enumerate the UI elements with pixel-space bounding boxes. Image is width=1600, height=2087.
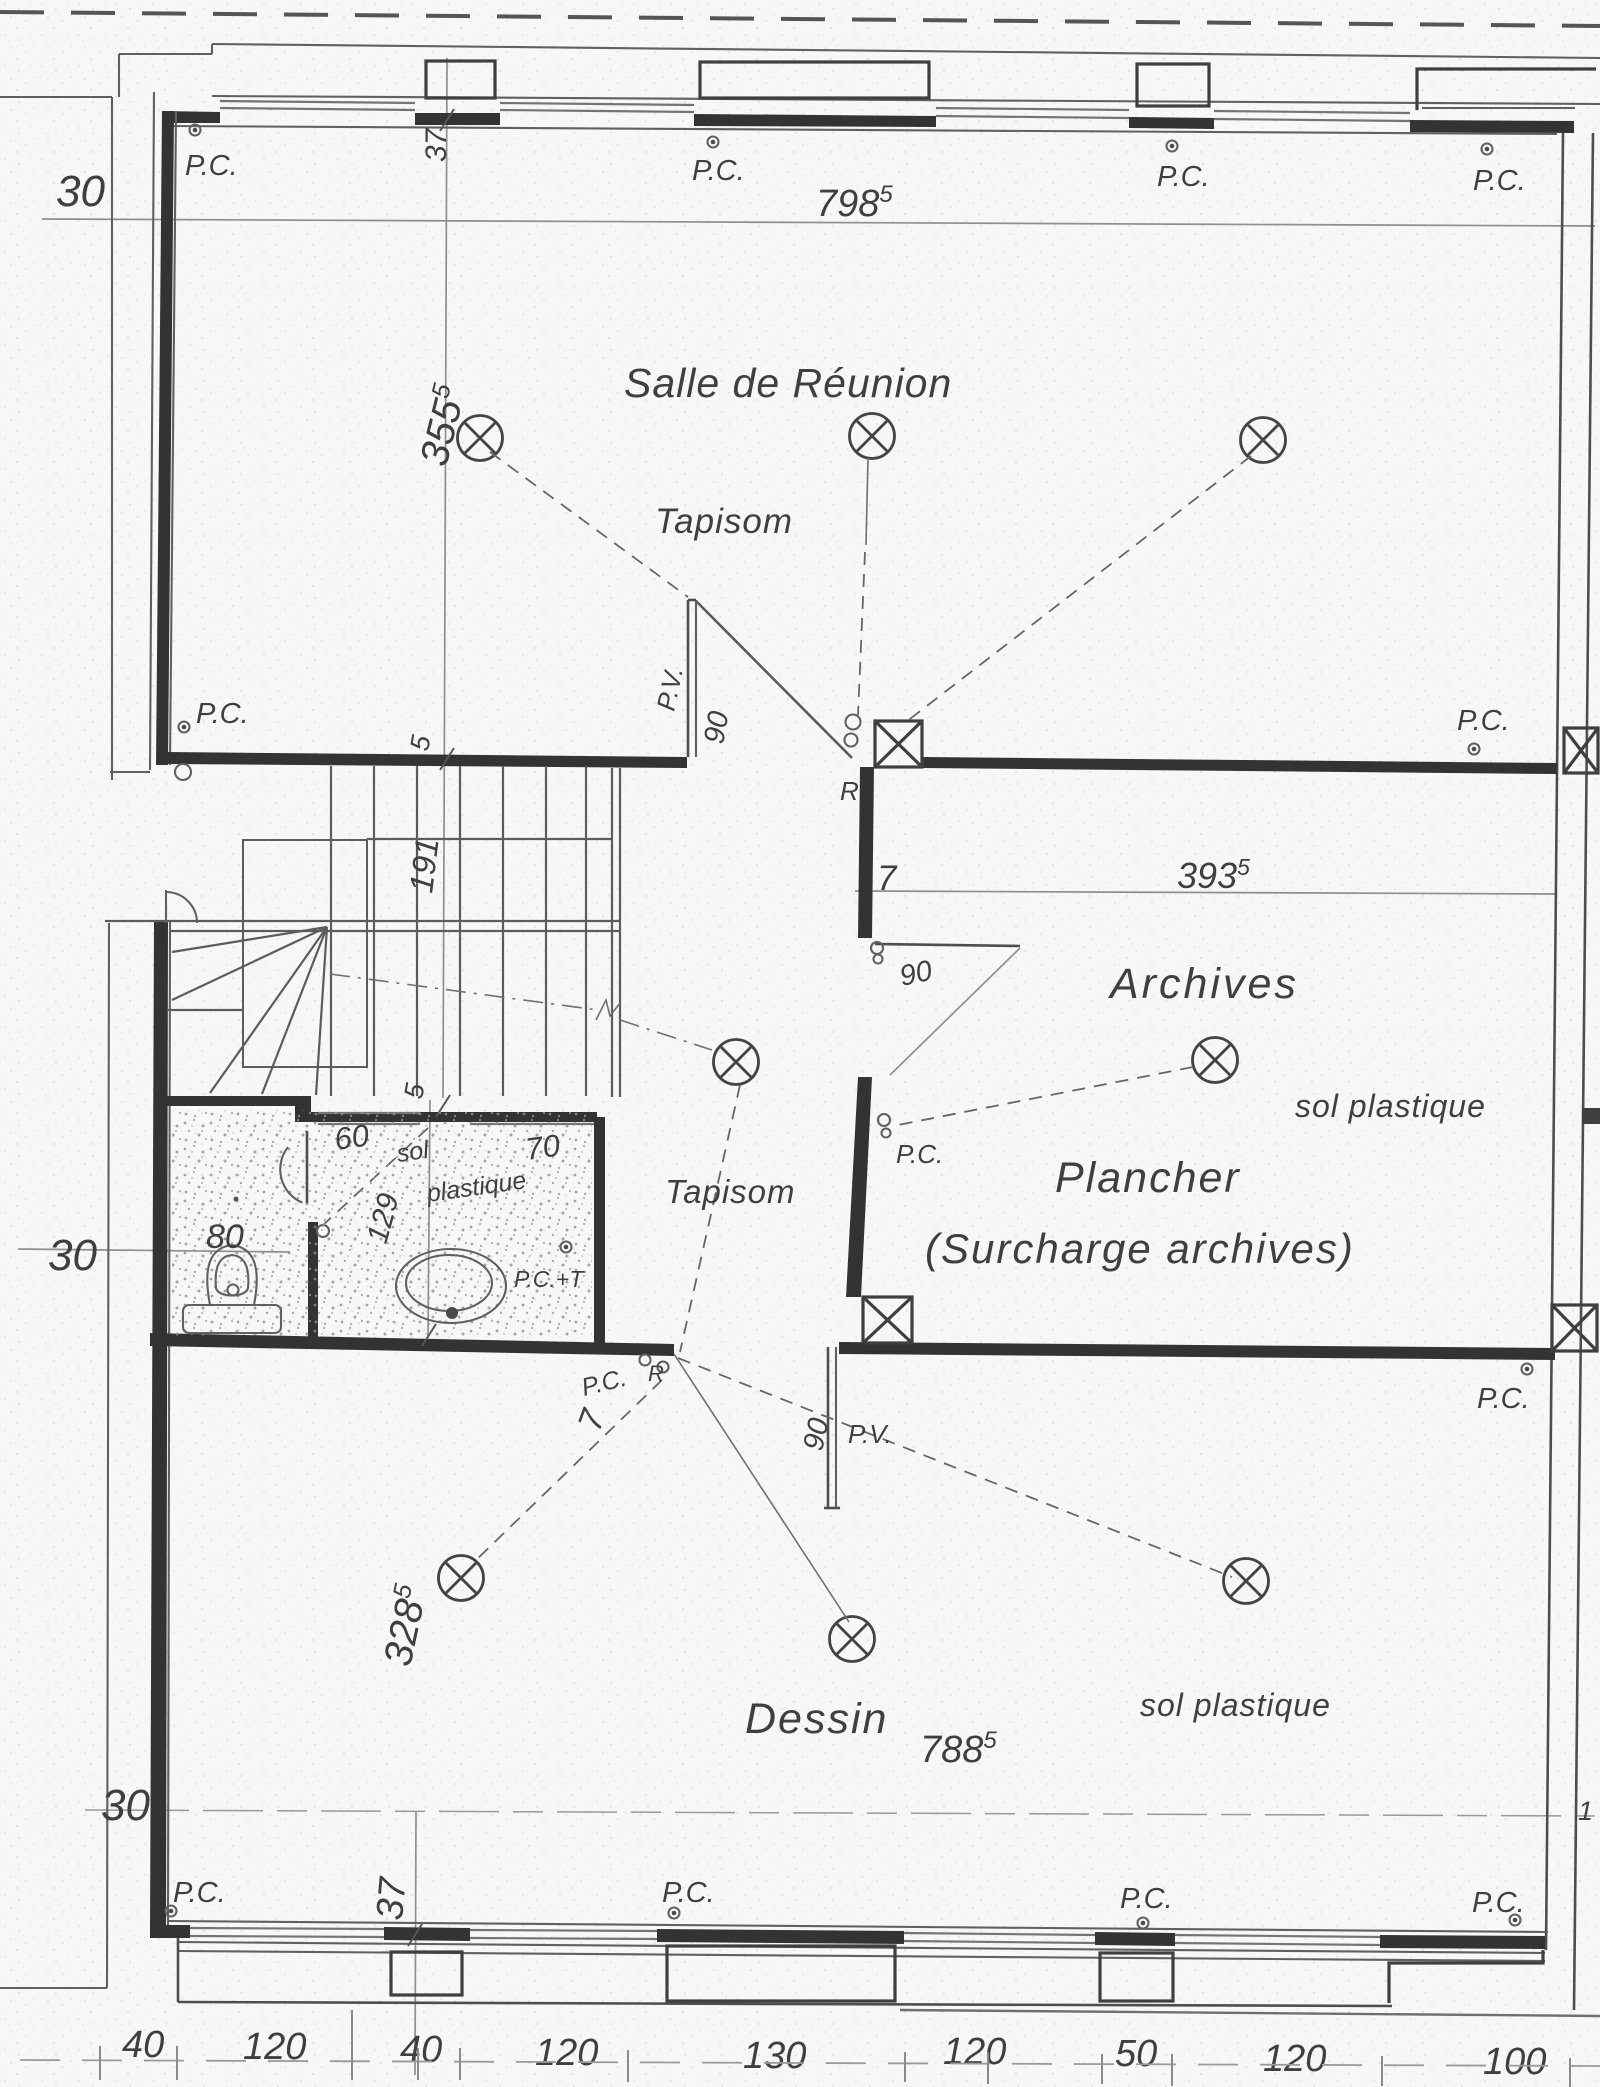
svg-text:70: 70 — [523, 1127, 562, 1166]
svg-text:30: 30 — [101, 1781, 150, 1830]
svg-text:37: 37 — [369, 1874, 415, 1922]
svg-text:5: 5 — [404, 732, 436, 753]
svg-text:5: 5 — [398, 1080, 430, 1101]
svg-text:P.C.: P.C. — [1457, 705, 1510, 737]
svg-text:Archives: Archives — [1107, 960, 1299, 1008]
svg-text:130: 130 — [743, 2035, 806, 2077]
svg-text:(Surcharge archives): (Surcharge archives) — [925, 1225, 1355, 1272]
svg-text:P.C.: P.C. — [1473, 165, 1526, 197]
svg-text:100: 100 — [1483, 2041, 1546, 2083]
svg-text:P.C.: P.C. — [185, 150, 238, 182]
svg-text:60: 60 — [332, 1117, 371, 1156]
svg-text:40: 40 — [400, 2029, 442, 2071]
svg-text:P.C.: P.C. — [196, 698, 249, 730]
svg-text:30: 30 — [48, 1231, 97, 1280]
svg-text:120: 120 — [943, 2031, 1006, 2073]
svg-text:1: 1 — [1578, 1796, 1593, 1826]
svg-text:30: 30 — [56, 167, 105, 216]
svg-text:Salle de Réunion: Salle de Réunion — [624, 360, 952, 406]
svg-text:120: 120 — [535, 2032, 598, 2074]
svg-text:sol: sol — [395, 1136, 432, 1168]
svg-text:191: 191 — [402, 836, 445, 895]
svg-text:P.C.+T: P.C.+T — [514, 1266, 585, 1292]
svg-text:P.C.: P.C. — [896, 1139, 943, 1169]
svg-text:Dessin: Dessin — [745, 1695, 888, 1743]
svg-text:Tapisom: Tapisom — [655, 502, 793, 541]
svg-text:P.C.: P.C. — [1477, 1383, 1530, 1415]
svg-text:P.C.: P.C. — [173, 1877, 226, 1909]
svg-text:90: 90 — [798, 1415, 836, 1453]
svg-text:sol plastique: sol plastique — [1140, 1687, 1331, 1723]
svg-text:80: 80 — [206, 1218, 244, 1256]
svg-text:37: 37 — [420, 127, 453, 162]
svg-text:Plancher: Plancher — [1055, 1154, 1241, 1202]
svg-text:R: R — [840, 776, 859, 806]
svg-text:P.C.: P.C. — [692, 155, 745, 187]
svg-text:50: 50 — [1115, 2033, 1157, 2075]
svg-text:P.V.: P.V. — [848, 1419, 892, 1449]
svg-text:90: 90 — [698, 709, 735, 746]
svg-text:R: R — [648, 1361, 664, 1386]
svg-text:P.C.: P.C. — [1157, 161, 1210, 193]
svg-text:sol plastique: sol plastique — [1295, 1088, 1486, 1124]
svg-text:7: 7 — [877, 859, 898, 898]
svg-text:P.C.: P.C. — [1120, 1883, 1173, 1915]
svg-text:P.C.: P.C. — [662, 1877, 715, 1909]
svg-text:7985: 7985 — [816, 181, 893, 225]
svg-text:90: 90 — [897, 955, 935, 993]
svg-text:120: 120 — [1263, 2038, 1326, 2080]
svg-text:40: 40 — [122, 2024, 164, 2066]
svg-text:Tapisom: Tapisom — [665, 1173, 796, 1210]
